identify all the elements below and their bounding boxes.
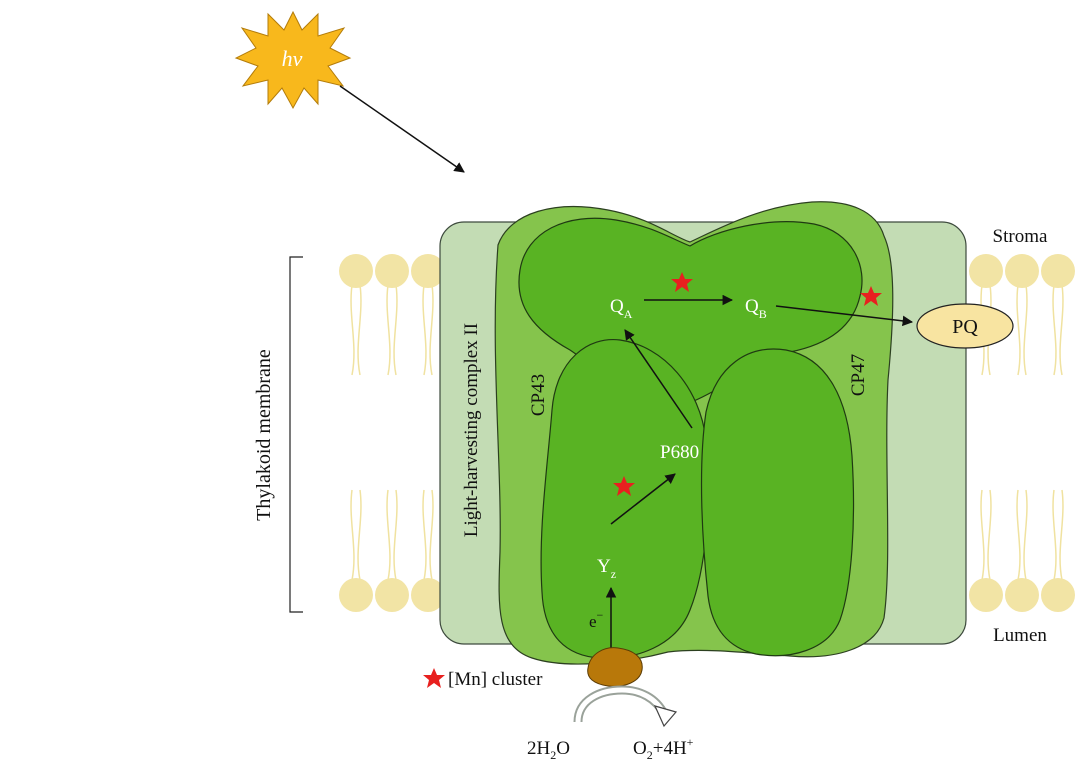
star-icon-qa-qb (671, 272, 693, 292)
products-label: O2+4H+ (633, 735, 694, 762)
lumen-label: Lumen (993, 625, 1047, 646)
light-arrow (339, 85, 465, 173)
lower-right-lobe (700, 348, 855, 657)
water-splitting-arrow (573, 685, 669, 723)
photon-label: hν (282, 46, 303, 71)
photon-icon: hν (234, 10, 352, 110)
membrane-bracket (289, 256, 303, 613)
star-icon-legend (423, 668, 445, 688)
electron-label: e− (589, 608, 604, 631)
yz-label: Yz (597, 556, 616, 581)
qa-label: QA (610, 296, 633, 321)
qb-label: QB (745, 296, 767, 321)
qb-to-pq-arrow (775, 305, 914, 327)
cp43-label: CP43 (528, 374, 549, 416)
star-icon-p680 (613, 476, 635, 496)
pq-ellipse (916, 303, 1014, 349)
star-icon-cp47 (860, 286, 882, 306)
cp47-label: CP47 (848, 354, 869, 396)
yz-to-p680-arrow (610, 473, 676, 525)
p680-label: P680 (660, 442, 699, 463)
lower-left-lobe (540, 338, 709, 659)
water-arrow-head (653, 705, 678, 728)
pq-label: PQ (952, 316, 978, 338)
lhc-ii-label: Light-harvesting complex II (461, 323, 482, 537)
p680-to-qa-arrow (624, 329, 693, 429)
water-label: 2H2O (527, 738, 570, 762)
lipid-bilayer-left (339, 254, 445, 612)
mn-cluster (587, 647, 643, 687)
legend-mn-label: [Mn] cluster (448, 669, 543, 690)
stroma-label: Stroma (993, 226, 1048, 247)
membrane-label: Thylakoid membrane (253, 349, 275, 521)
lipid-bilayer-right (969, 254, 1075, 612)
